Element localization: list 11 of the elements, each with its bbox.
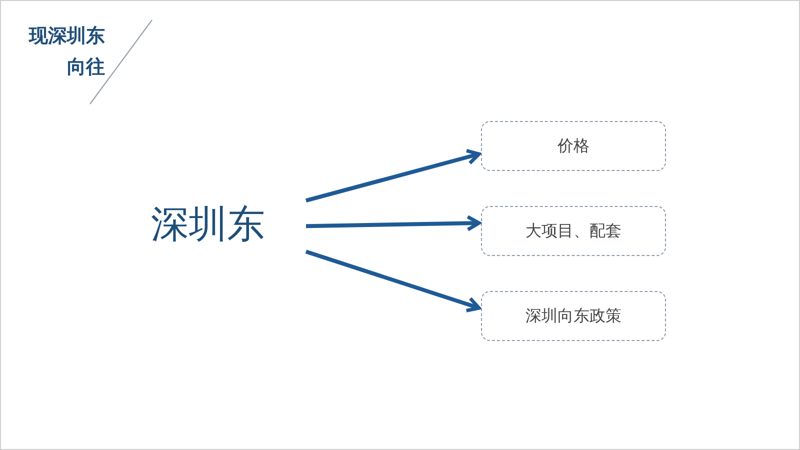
box-text: 价格 [558, 136, 590, 156]
rounded-box [481, 121, 666, 171]
box-text: 大项目、配套 [526, 220, 622, 242]
rounded-box [481, 291, 666, 341]
arrow [305, 250, 481, 312]
heading-text: 深圳东 [151, 200, 265, 248]
box-text: 深圳向东政策 [526, 306, 622, 326]
arrow [306, 215, 481, 232]
arrow [305, 148, 481, 203]
rounded-box [481, 206, 666, 256]
title: 现深圳东向往 [28, 24, 105, 80]
